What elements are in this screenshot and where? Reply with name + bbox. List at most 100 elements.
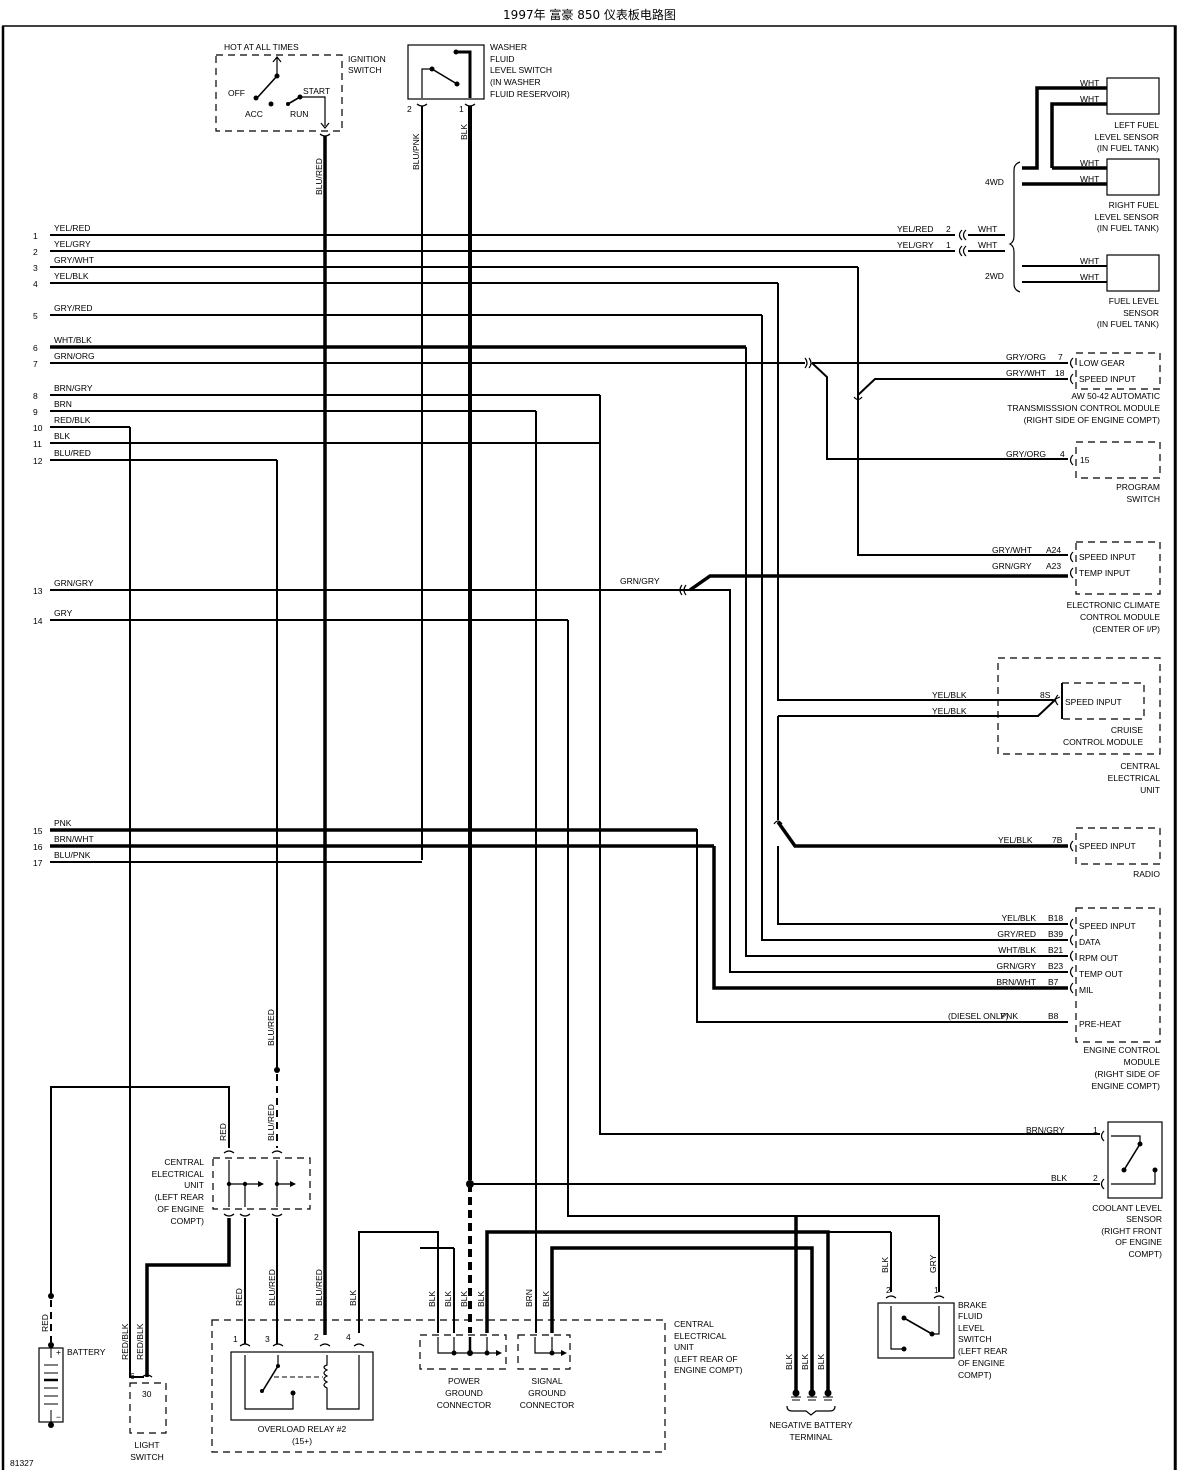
fuel-c2-pin: 1	[946, 240, 951, 250]
washer-switch: WASHER FLUID LEVEL SWITCH (IN WASHER FLU…	[407, 42, 570, 1180]
cool-l5: COMPT)	[1128, 1249, 1162, 1259]
wht-6: WHT	[1080, 272, 1099, 282]
harness-pin-12: 12	[33, 456, 43, 466]
ps-terminal: 15	[1080, 455, 1090, 465]
brake-w2: BLK	[880, 1257, 890, 1273]
wht-c2: WHT	[978, 240, 997, 250]
lf-l2: LEVEL SENSOR	[1095, 132, 1159, 142]
harness-color-1: YEL/RED	[54, 223, 90, 233]
ls-terminal: 30	[142, 1389, 152, 1399]
harness-pin-8: 8	[33, 391, 38, 401]
ceul-l2: ELECTRICAL	[152, 1169, 205, 1179]
cool-p2: 2	[1093, 1173, 1098, 1183]
ps-l1: PROGRAM	[1116, 482, 1160, 492]
ecm-connector-B23	[1069, 966, 1074, 978]
neg-w2: BLK	[800, 1354, 810, 1370]
rf-l3: (IN FUEL TANK)	[1097, 223, 1159, 233]
rf-l1: RIGHT FUEL	[1109, 200, 1160, 210]
ecm-pin-B18: B18	[1048, 913, 1063, 923]
climate-module: SPEED INPUT TEMP INPUT GRY/WHT A24 GRN/G…	[620, 541, 1161, 634]
tcm-p2: 18	[1055, 368, 1065, 378]
tcm-low-gear: LOW GEAR	[1079, 358, 1125, 368]
program-switch: 15 GRY/ORG 4 PROGRAM SWITCH	[1006, 441, 1161, 504]
ecm-func-B7: MIL	[1079, 985, 1093, 995]
washer-label-3: LEVEL SWITCH	[490, 65, 552, 75]
ecm-pin-B7: B7	[1048, 977, 1059, 987]
tcm-w1: GRY/ORG	[1006, 352, 1046, 362]
tcm-p1: 7	[1058, 352, 1063, 362]
ecm-l4: ENGINE COMPT)	[1092, 1081, 1161, 1091]
ecm-pin-B39: B39	[1048, 929, 1063, 939]
tcm-l1: AW 50-42 AUTOMATIC	[1071, 391, 1160, 401]
sg-w2: BLK	[541, 1291, 551, 1307]
sg-l1: SIGNAL	[531, 1376, 562, 1386]
ceul-l1: CENTRAL	[164, 1157, 204, 1167]
fuel-sensors: LEFT FUEL LEVEL SENSOR (IN FUEL TANK) RI…	[897, 77, 1160, 329]
ceu-r-l3: UNIT	[1140, 785, 1160, 795]
pg-w3: BLK	[459, 1291, 469, 1307]
tcm-w2: GRY/WHT	[1006, 368, 1046, 378]
harness-pin-14: 14	[33, 616, 43, 626]
harness-color-7: GRN/ORG	[54, 351, 95, 361]
relay-label: OVERLOAD RELAY #2	[258, 1424, 347, 1434]
frame	[2, 25, 1177, 1470]
radio-module: SPEED INPUT YEL/BLK 7B RADIO	[998, 827, 1161, 879]
wht-c1: WHT	[978, 224, 997, 234]
ceu-r-l2: ELECTRICAL	[1108, 773, 1161, 783]
wht-1: WHT	[1080, 78, 1099, 88]
ps-pin: 4	[1060, 449, 1065, 459]
relay-w1: RED	[234, 1288, 244, 1306]
coolant-sensor: BRN/GRY 1 BLK 2 COOLANT LEVEL SENSOR (RI…	[1026, 1121, 1163, 1259]
f-l3: (IN FUEL TANK)	[1097, 319, 1159, 329]
ls-l1: LIGHT	[134, 1440, 159, 1450]
harness-pin-7: 7	[33, 359, 38, 369]
radio-label: RADIO	[1133, 869, 1160, 879]
cool-l4: OF ENGINE	[1115, 1237, 1162, 1247]
harness-pin-4: 4	[33, 279, 38, 289]
ecm-func-B18: SPEED INPUT	[1079, 921, 1136, 931]
cl-l3: (CENTER OF I/P)	[1092, 624, 1160, 634]
relay-p4: 4	[346, 1332, 351, 1342]
lf-l3: (IN FUEL TANK)	[1097, 143, 1159, 153]
bat-minus: −	[56, 1412, 61, 1422]
pos-start: START	[303, 86, 330, 96]
harness-pin-13: 13	[33, 586, 43, 596]
ecm-wire-B8: PNK	[1001, 1011, 1019, 1021]
fuel-c1-pin: 2	[946, 224, 951, 234]
neg-l1: NEGATIVE BATTERY	[769, 1420, 852, 1430]
fuel-c1-wire: YEL/RED	[897, 224, 933, 234]
relay-sub: (15+)	[292, 1436, 312, 1446]
harness-pin-16: 16	[33, 842, 43, 852]
radio-pin: 7B	[1052, 835, 1063, 845]
neg-l2: TERMINAL	[790, 1432, 833, 1442]
harness-pin-1: 1	[33, 231, 38, 241]
ceub-l5: ENGINE COMPT)	[674, 1365, 743, 1375]
bk-l2: FLUID	[958, 1311, 983, 1321]
harness-pin-11: 11	[33, 439, 42, 449]
harness-pin-17: 17	[33, 858, 43, 868]
ecm-connector-B7	[1069, 982, 1074, 994]
neg-w3: BLK	[816, 1354, 826, 1370]
harness-pin-9: 9	[33, 407, 38, 417]
ecm-wire-B7: BRN/WHT	[996, 977, 1036, 987]
cl-w1: GRY/WHT	[992, 545, 1032, 555]
pos-acc: ACC	[245, 109, 263, 119]
relay-w4: BLK	[348, 1290, 358, 1306]
fuel-sensor-box	[1106, 254, 1160, 292]
tcm-l3: (RIGHT SIDE OF ENGINE COMPT)	[1024, 415, 1160, 425]
washer-label-1: WASHER	[490, 42, 527, 52]
ignition-label-2: SWITCH	[348, 65, 382, 75]
cool-w2: BLK	[1051, 1173, 1067, 1183]
washer-label-5: FLUID RESERVOIR)	[490, 89, 570, 99]
tcm-speed-input: SPEED INPUT	[1079, 374, 1136, 384]
ecm-connector-B21	[1069, 950, 1074, 962]
ceul-red: RED	[218, 1123, 228, 1141]
cr-w2: YEL/BLK	[932, 706, 967, 716]
cool-w1: BRN/GRY	[1026, 1125, 1065, 1135]
harness-color-12: BLU/RED	[54, 448, 91, 458]
harness-color-11: BLK	[54, 431, 70, 441]
tcm-l2: TRANSMISSSION CONTROL MODULE	[1007, 403, 1160, 413]
ecm-diesel-note: (DIESEL ONLY)	[948, 1011, 1009, 1021]
ecm-wire-B23: GRN/GRY	[996, 961, 1036, 971]
pg-w4: BLK	[476, 1291, 486, 1307]
